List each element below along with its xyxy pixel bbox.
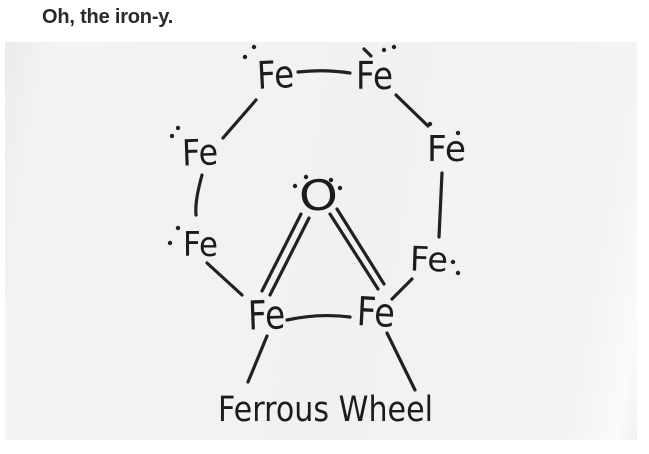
bond-left-vertical xyxy=(194,173,204,217)
bond-bottom-fe-fe xyxy=(285,313,352,322)
atom-o-center: O xyxy=(297,169,341,222)
atom-fe-bottom-right: Fe xyxy=(356,289,396,337)
atom-fe-bottom-left: Fe xyxy=(247,292,286,339)
double-bond-right xyxy=(328,207,386,291)
leg-left xyxy=(246,334,269,384)
drawing-title: Ferrous Wheel xyxy=(218,390,433,430)
ferrous-wheel-drawing: Fe Fe Fe Fe Fe Fe Fe Fe O Ferrous Wheel xyxy=(167,44,466,430)
bond-leftlower-diagonal xyxy=(205,261,244,297)
atom-fe-right-lower: Fe xyxy=(409,239,448,280)
bond-rightlower-diagonal xyxy=(390,277,414,301)
single-bonds xyxy=(194,69,444,322)
bond-topright-diagonal xyxy=(394,93,430,128)
accent-stroke-top-right xyxy=(362,47,373,58)
bond-topleft-diagonal xyxy=(221,98,258,140)
post-caption: Oh, the iron-y. xyxy=(42,6,174,28)
electron-dots xyxy=(167,44,461,276)
atom-fe-left-upper: Fe xyxy=(181,132,218,174)
bond-top-fe-fe xyxy=(296,69,352,75)
leg-right xyxy=(385,331,417,392)
double-bond-left xyxy=(260,212,311,297)
atom-labels: Fe Fe Fe Fe Fe Fe Fe Fe O xyxy=(181,52,466,340)
atom-fe-left-lower: Fe xyxy=(183,225,218,265)
wheel-legs xyxy=(246,331,417,392)
atom-fe-top-left: Fe xyxy=(256,52,295,98)
atom-fe-right-upper: Fe xyxy=(427,129,466,170)
bond-right-vertical xyxy=(437,171,444,239)
atom-fe-top-right: Fe xyxy=(356,54,393,98)
drawing-photo: Fe Fe Fe Fe Fe Fe Fe Fe O Ferrous Wheel xyxy=(5,42,637,440)
